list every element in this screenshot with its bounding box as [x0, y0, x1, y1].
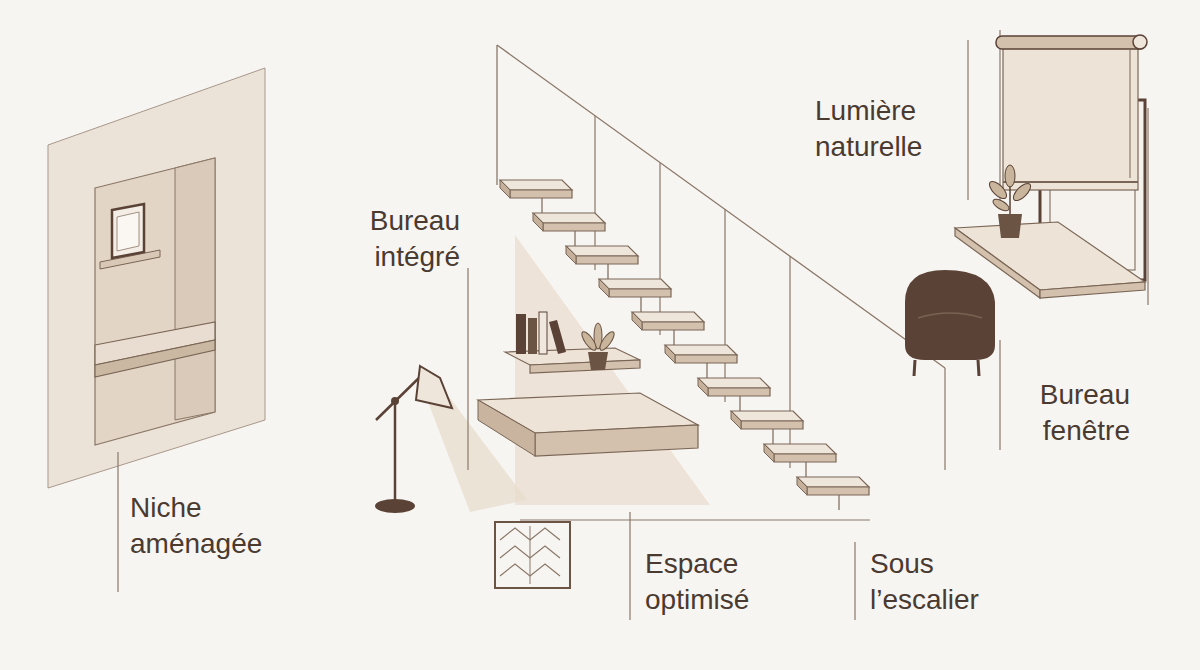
staircase — [731, 411, 803, 444]
callout-label: Lumière naturelle — [815, 93, 955, 165]
floor-lamp — [394, 398, 397, 506]
wall-niche — [48, 68, 265, 488]
floor-lamp — [375, 366, 527, 513]
wall-niche — [95, 158, 215, 445]
shelf — [597, 330, 616, 353]
staircase — [515, 235, 710, 505]
wall-niche — [95, 340, 215, 377]
herringbone-tile — [495, 522, 570, 588]
window-corner — [905, 270, 995, 360]
window-corner — [987, 179, 1010, 202]
staircase — [520, 520, 870, 521]
window-corner — [1130, 50, 1131, 178]
staircase — [797, 477, 869, 510]
wall-niche — [112, 204, 144, 258]
staircase — [497, 45, 945, 368]
shelf — [579, 330, 598, 353]
herringbone-tile — [495, 522, 570, 588]
wall-niche — [117, 212, 139, 251]
floor-lamp — [428, 398, 527, 512]
staircase — [698, 378, 770, 411]
window-corner — [1147, 108, 1148, 305]
wall-niche — [48, 68, 265, 488]
staircase — [944, 368, 945, 470]
shelf — [530, 360, 640, 373]
window-corner — [996, 36, 1146, 49]
window-corner — [1040, 282, 1145, 298]
staircase — [724, 209, 725, 402]
floor-lamp — [416, 366, 452, 408]
staircase — [665, 345, 737, 378]
wall-niche — [175, 158, 215, 420]
floor-lamp — [391, 397, 399, 405]
window-corner — [918, 313, 982, 318]
shelf — [528, 318, 537, 354]
shelf — [505, 312, 640, 373]
shelf — [539, 312, 547, 354]
shelf — [588, 352, 608, 370]
window-corner — [1011, 181, 1034, 204]
desk — [478, 393, 698, 456]
window-corner — [914, 360, 915, 376]
staircase — [533, 213, 605, 246]
window-corner — [998, 214, 1022, 238]
staircase — [764, 444, 836, 477]
staircase — [659, 163, 660, 335]
window-corner — [978, 360, 979, 376]
window-corner — [905, 30, 1148, 376]
window-corner — [1003, 44, 1138, 190]
window-corner — [999, 30, 1000, 205]
callout-label: Bureau intégré — [342, 203, 460, 275]
staircase — [789, 256, 790, 468]
staircase — [632, 312, 704, 345]
herringbone-tile — [530, 526, 531, 584]
leader-line — [854, 542, 855, 620]
staircase — [496, 45, 497, 185]
leader-line — [967, 40, 968, 200]
desk — [535, 425, 698, 456]
staircase — [566, 246, 638, 279]
leader-line — [117, 452, 118, 592]
leader-line — [118, 40, 1000, 620]
shelf — [549, 320, 566, 354]
callout-label: Espace optimisé — [645, 546, 765, 618]
shelf — [516, 314, 526, 354]
window-corner — [991, 197, 1011, 213]
leader-line — [999, 340, 1000, 450]
staircase — [500, 180, 572, 213]
window-corner — [1005, 165, 1015, 187]
leader-line — [467, 268, 468, 470]
callout-label: Sous l’escalier — [870, 546, 1000, 618]
window-corner — [1133, 35, 1147, 49]
staircase — [599, 279, 671, 312]
window-corner — [1003, 181, 1138, 183]
leader-line — [629, 512, 630, 620]
callout-label: Niche aménagée — [130, 490, 280, 562]
callout-label: Bureau fenêtre — [1012, 377, 1130, 449]
